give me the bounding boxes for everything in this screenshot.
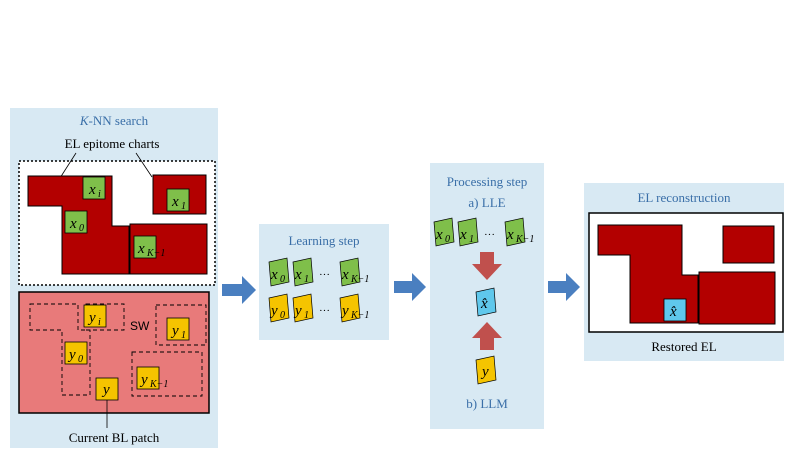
svg-text:1: 1 — [304, 274, 309, 285]
svg-text:x: x — [171, 194, 179, 210]
svg-text:x̂: x̂ — [669, 304, 677, 320]
svg-text:0: 0 — [445, 234, 450, 245]
svg-text:y: y — [87, 310, 96, 326]
svg-text:x: x — [294, 267, 302, 283]
restored-chart-bottom-right — [698, 271, 776, 325]
svg-text:y: y — [269, 303, 278, 319]
arrow-right-1 — [222, 276, 256, 304]
svg-text:y: y — [67, 347, 76, 363]
reconstruction-panel-title: EL reconstruction — [637, 190, 731, 205]
search-window-right — [155, 304, 207, 346]
epitome-charts-label: EL epitome charts — [65, 136, 160, 151]
svg-text:1: 1 — [181, 330, 186, 341]
processing-x-ellipsis: ··· — [484, 229, 495, 241]
lle-label: a) LLE — [468, 195, 505, 210]
svg-text:y: y — [139, 372, 148, 388]
restored-chart-small — [722, 225, 775, 264]
svg-text:0: 0 — [280, 310, 285, 321]
sw-label: SW — [130, 319, 150, 333]
arrow-up-red — [472, 322, 502, 350]
charts-pointer-line-1 — [59, 152, 77, 179]
learning-x-ellipsis: ··· — [319, 269, 330, 281]
svg-text:x: x — [88, 182, 96, 198]
svg-text:K−1: K−1 — [350, 310, 369, 321]
knn-panel-title: K-NN search — [79, 113, 149, 128]
restored-el-label: Restored EL — [651, 339, 716, 354]
processing-y: y — [475, 355, 497, 385]
svg-text:y: y — [293, 303, 302, 319]
svg-text:y: y — [101, 382, 110, 398]
svg-text:x̂: x̂ — [480, 296, 488, 312]
svg-text:x: x — [341, 267, 349, 283]
processing-panel-title: Processing step — [447, 174, 528, 189]
svg-text:y: y — [170, 323, 179, 339]
svg-text:x: x — [137, 241, 145, 257]
svg-text:K−1: K−1 — [350, 274, 369, 285]
svg-text:1: 1 — [304, 310, 309, 321]
svg-text:i: i — [98, 189, 101, 200]
learning-y-ellipsis: ··· — [319, 305, 330, 317]
svg-text:x: x — [270, 267, 278, 283]
restored-chart-l-shape — [597, 224, 699, 324]
reconstruction-panel: EL reconstruction x̂ Restored EL — [584, 183, 784, 361]
search-window-l-shape — [29, 303, 91, 396]
svg-text:1: 1 — [181, 201, 186, 212]
svg-text:K−1: K−1 — [149, 379, 168, 390]
charts-pointer-line-2 — [135, 152, 153, 178]
svg-text:x: x — [506, 227, 514, 243]
arrow-down-red — [472, 252, 502, 280]
svg-text:x: x — [69, 216, 77, 232]
svg-text:1: 1 — [469, 234, 474, 245]
svg-text:0: 0 — [78, 354, 83, 365]
llm-label: b) LLM — [466, 396, 508, 411]
patch-y-current: y — [95, 377, 119, 401]
learning-panel-title: Learning step — [288, 233, 359, 248]
svg-text:K−1: K−1 — [515, 234, 534, 245]
current-bl-patch-label: Current BL patch — [69, 430, 160, 445]
restored-x-hat: x̂ — [663, 298, 687, 322]
svg-text:x: x — [435, 227, 443, 243]
processing-x-hat: x̂ — [475, 287, 497, 317]
svg-text:0: 0 — [280, 274, 285, 285]
svg-text:K−1: K−1 — [146, 248, 165, 259]
svg-text:0: 0 — [79, 223, 84, 234]
svg-text:y: y — [480, 364, 489, 380]
svg-text:y: y — [340, 303, 349, 319]
arrow-right-2 — [394, 273, 426, 301]
arrow-right-3 — [548, 273, 580, 301]
search-window-bottom — [131, 351, 203, 397]
svg-text:i: i — [98, 317, 101, 328]
svg-text:x: x — [459, 227, 467, 243]
